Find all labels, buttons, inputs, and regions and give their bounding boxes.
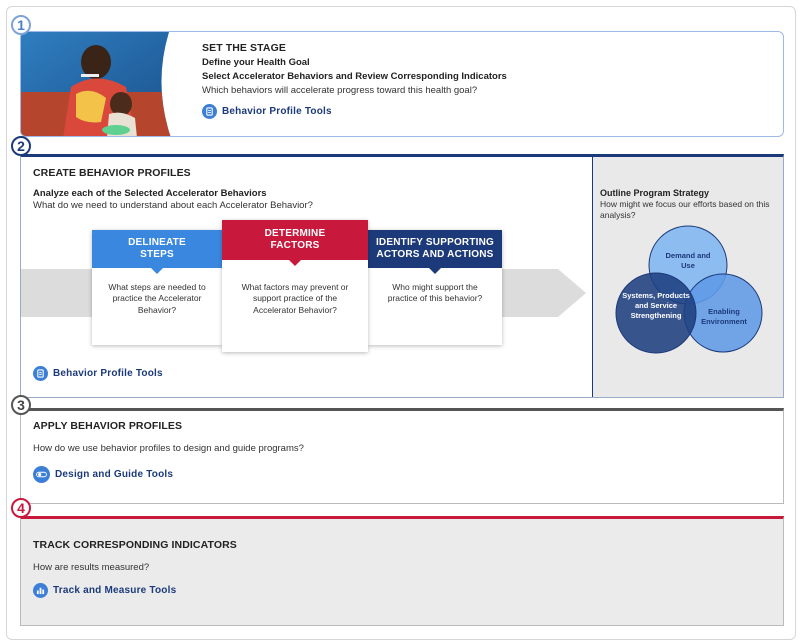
step-number-4: 4 [11,498,31,518]
tool-label: Track and Measure Tools [53,585,177,596]
mother-child-photo [21,32,171,136]
card-body: What factors may prevent or support prac… [241,282,349,315]
demand-label: Demand and Use [665,251,711,270]
stage-title: TRACK CORRESPONDING INDICATORS [33,539,237,551]
card-title-line-1: DETERMINE [264,227,326,239]
venn-diagram [615,225,763,354]
stage-question: Which behaviors will accelerate progress… [202,85,478,96]
card-title-line-2: STEPS [140,249,174,260]
step-number-3: 3 [11,395,31,415]
track-indicators-panel: TRACK CORRESPONDING INDICATORS How are r… [20,516,784,626]
toggle-icon [33,466,50,483]
document-icon [33,366,48,381]
apply-behavior-profiles-panel: APPLY BEHAVIOR PROFILES How do we use be… [20,408,784,504]
card-title-line-2: FACTORS [270,240,320,251]
step-number-2: 2 [11,136,31,156]
program-strategy-panel: Outline Program Strategy How might we fo… [592,157,783,397]
systems-circle [615,272,697,354]
strategy-question: How might we focus our efforts based on … [600,199,770,220]
strategy-title: Outline Program Strategy [600,188,710,198]
stage-line-2: Select Accelerator Behaviors and Review … [202,71,507,82]
create-behavior-profiles-panel: CREATE BEHAVIOR PROFILES Analyze each of… [20,154,784,398]
card-notch [289,260,301,266]
step-number-1: 1 [11,15,31,35]
tool-label: Design and Guide Tools [55,469,174,480]
stage-subtitle: Analyze each of the Selected Accelerator… [33,188,267,199]
set-the-stage-panel: SET THE STAGE Define your Health Goal Se… [20,31,784,137]
card-title-line-1: IDENTIFY SUPPORTING [375,236,495,248]
stage-line-1: Define your Health Goal [202,57,310,68]
card-body: What steps are needed to practice the Ac… [108,282,206,315]
behavior-profile-tools-link[interactable]: Behavior Profile Tools [33,366,163,381]
card-notch [429,268,441,274]
tool-label: Behavior Profile Tools [53,368,163,379]
card-body: Who might support the practice of this b… [387,282,483,304]
stage-title: APPLY BEHAVIOR PROFILES [33,420,183,432]
enabling-label: Enabling Environment [701,307,747,326]
card-title-line-1: DELINEATE [128,236,186,248]
design-guide-tools-link[interactable]: Design and Guide Tools [33,466,304,483]
behavior-profile-tools-link[interactable]: Behavior Profile Tools [202,104,507,119]
card-notch [151,268,163,274]
card-title-line-2: ACTORS AND ACTIONS [376,249,494,260]
stage-title: SET THE STAGE [202,42,286,54]
bar-chart-icon [33,583,48,598]
tool-label: Behavior Profile Tools [222,106,332,117]
stage-question: What do we need to understand about each… [33,200,313,211]
systems-label: Systems, Products and Service Strengthen… [622,291,690,320]
stage-title: CREATE BEHAVIOR PROFILES [33,167,191,179]
track-measure-tools-link[interactable]: Track and Measure Tools [33,583,237,598]
document-icon [202,104,217,119]
stage-question: How do we use behavior profiles to desig… [33,443,304,454]
stage-question: How are results measured? [33,562,150,573]
